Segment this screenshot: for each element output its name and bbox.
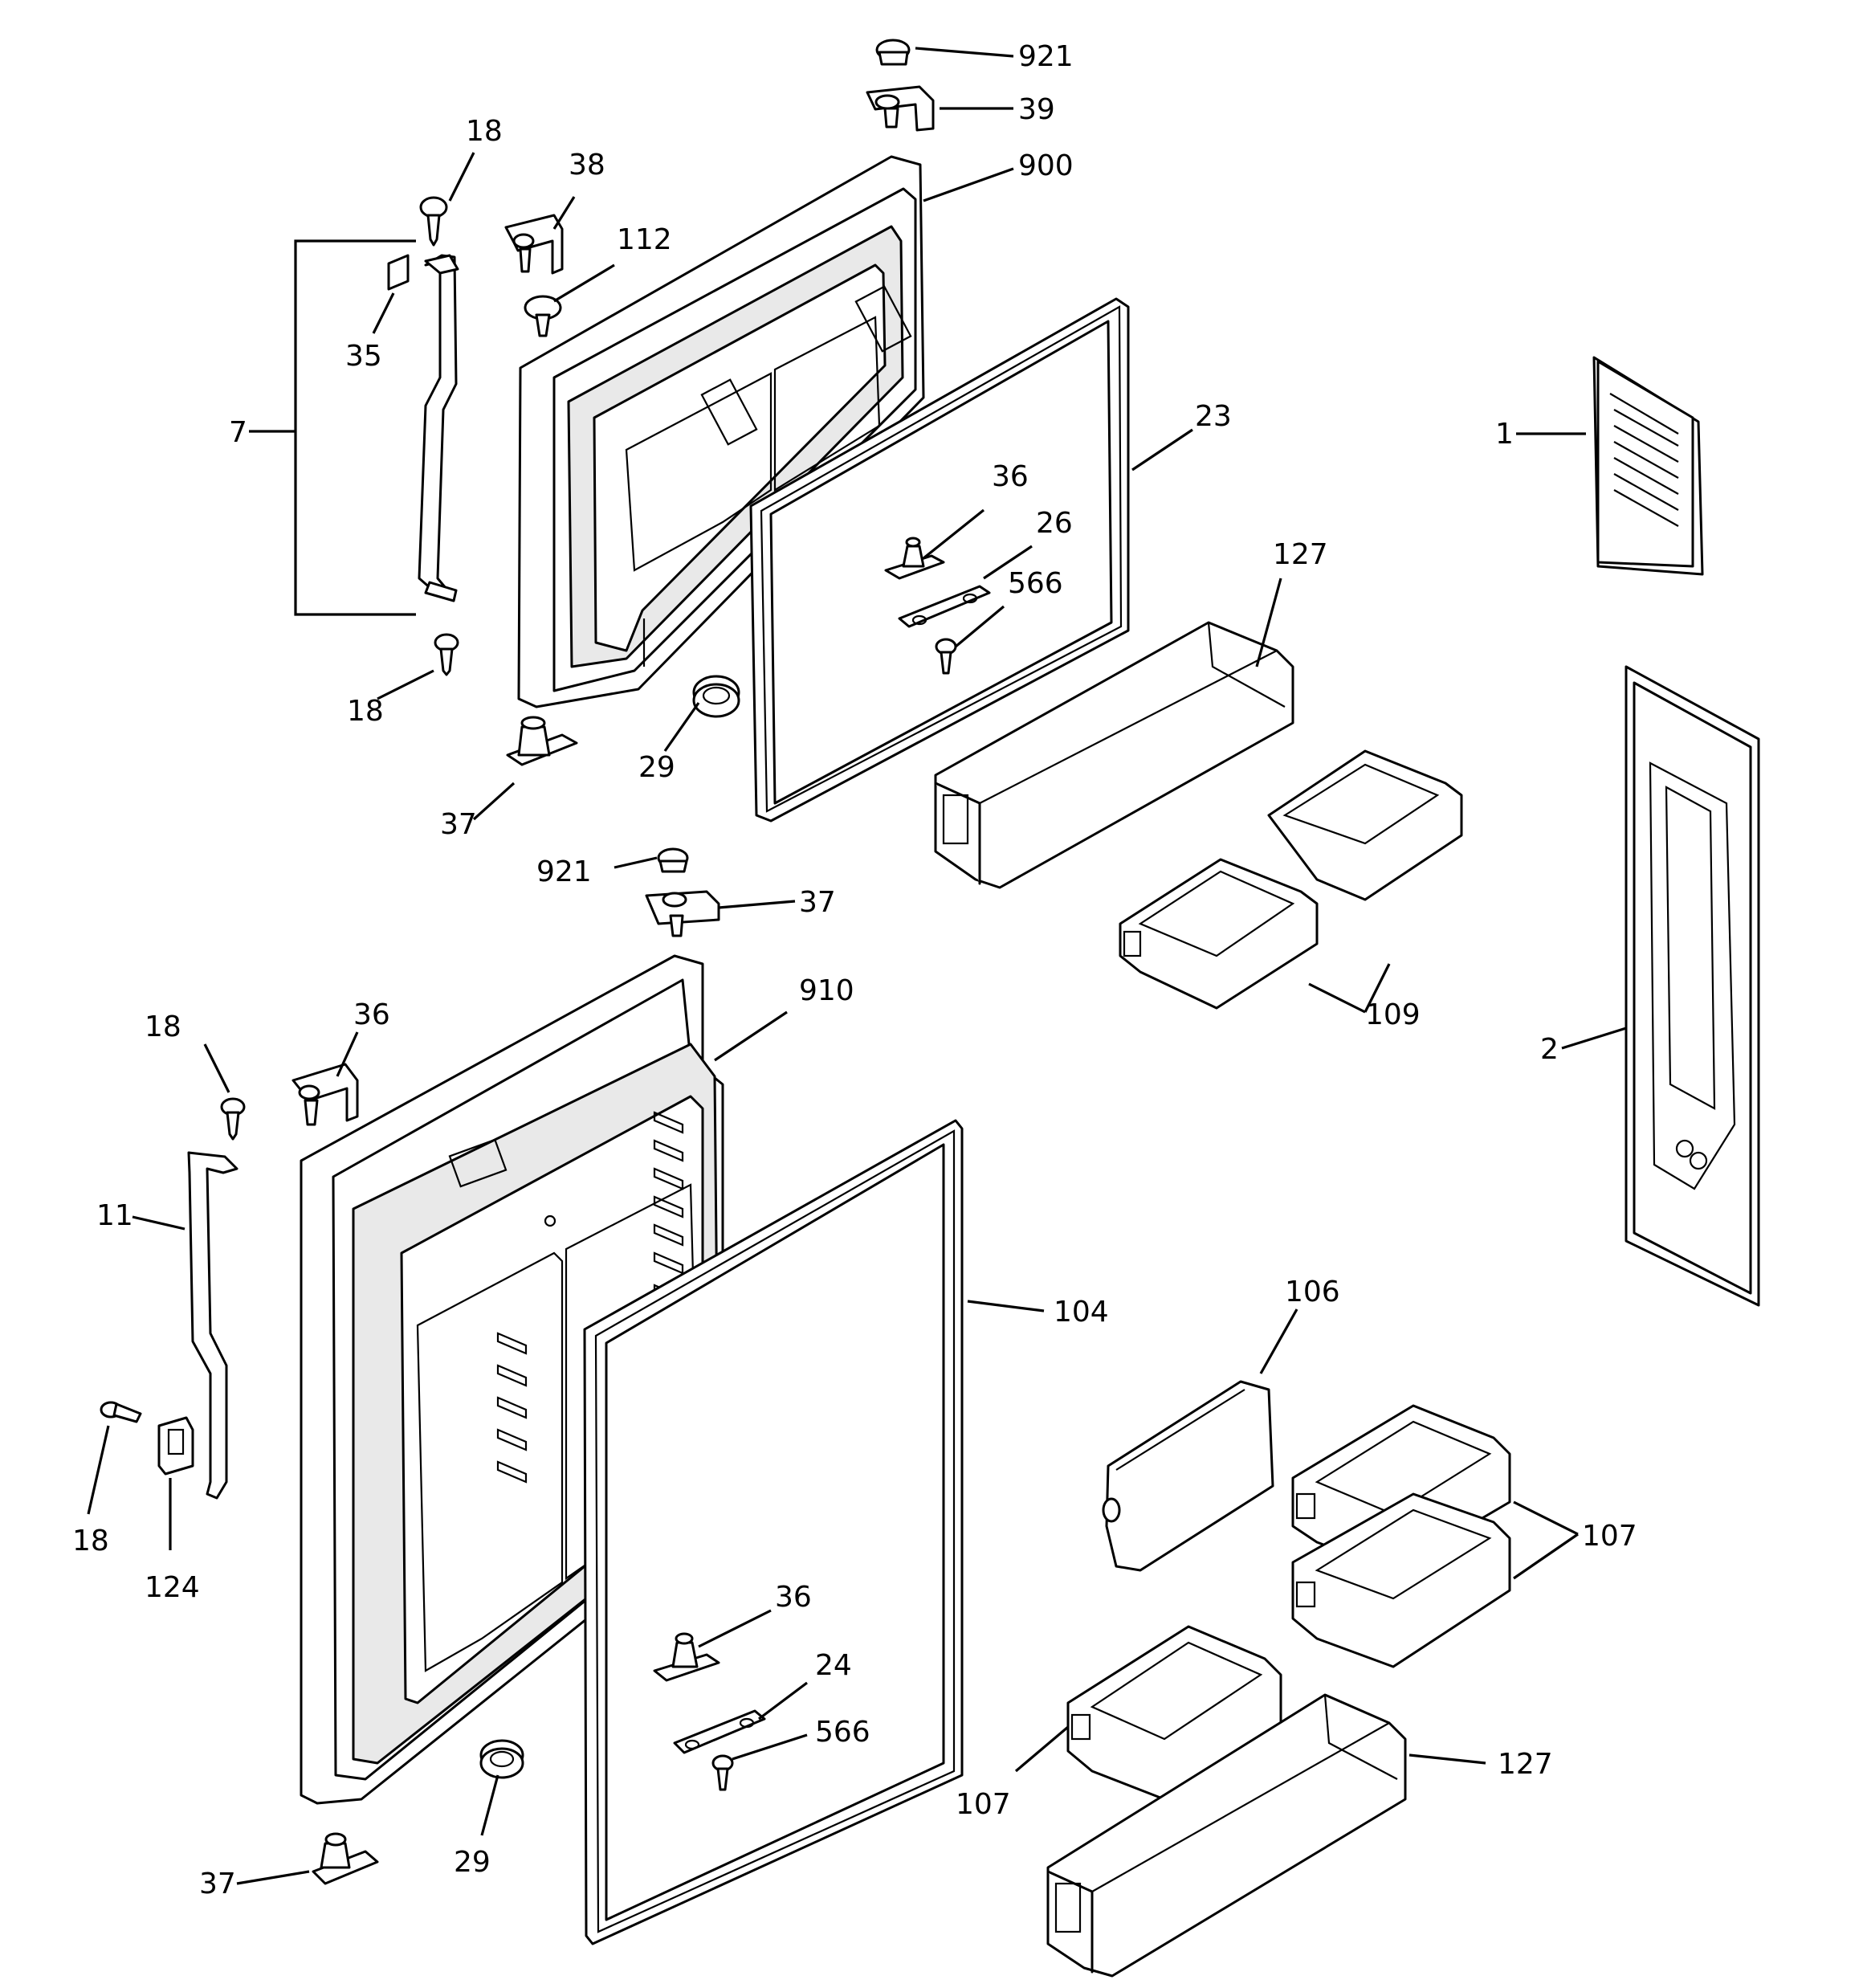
door-bin-109-b xyxy=(1267,749,1463,901)
bushing-29-lower xyxy=(479,1739,524,1779)
callout-2: 2 xyxy=(1540,1033,1559,1066)
callout-23: 23 xyxy=(1195,400,1232,433)
handle-clip-124 xyxy=(157,1416,194,1476)
callout-127-upper: 127 xyxy=(1273,538,1328,571)
hinge-cover-36-lower xyxy=(291,1063,359,1126)
callout-127-lower: 127 xyxy=(1498,1748,1553,1781)
screw-566-lower xyxy=(711,1754,734,1791)
cap-921-top xyxy=(875,39,911,66)
callout-566-upper: 566 xyxy=(1008,567,1063,600)
callout-18-handle-top: 18 xyxy=(145,1010,181,1043)
callout-921-top: 921 xyxy=(1018,40,1074,73)
handle-bracket-7 xyxy=(294,239,416,616)
hinge-cover-38 xyxy=(504,214,564,275)
door-shelf-127-lower xyxy=(1046,1693,1407,1978)
callout-1: 1 xyxy=(1495,418,1514,451)
callout-124: 124 xyxy=(145,1571,200,1604)
callout-35: 35 xyxy=(345,340,382,373)
hinge-39 xyxy=(866,85,935,132)
callout-18-handle-bottom: 18 xyxy=(72,1525,109,1557)
dairy-door-106 xyxy=(1102,1380,1274,1572)
callout-26: 26 xyxy=(1036,507,1073,540)
hinge-plate-26 xyxy=(898,585,991,628)
callout-104: 104 xyxy=(1054,1296,1109,1329)
callout-18-middle: 18 xyxy=(347,695,384,728)
door-bin-109-a xyxy=(1119,858,1319,1010)
plug-112 xyxy=(524,295,562,337)
hinge-pin-36-lower xyxy=(653,1632,720,1682)
callout-112: 112 xyxy=(617,223,672,256)
owners-manual-1 xyxy=(1592,356,1704,576)
leader-lines xyxy=(87,47,1627,1885)
screw-18-bottom xyxy=(434,633,459,676)
callout-107-left: 107 xyxy=(956,1788,1011,1821)
callout-566-lower: 566 xyxy=(815,1716,870,1749)
callout-37-bottom: 37 xyxy=(199,1868,236,1900)
callout-18-top: 18 xyxy=(466,115,503,148)
screw-18-handle-top xyxy=(220,1097,246,1141)
callout-36-bottom: 36 xyxy=(775,1581,812,1614)
freezer-door-outer-panel xyxy=(517,155,925,708)
fresh-food-door-handle-11 xyxy=(187,1151,238,1500)
callout-7: 7 xyxy=(229,416,247,449)
callout-36-upper: 36 xyxy=(992,460,1029,493)
trim-label-35 xyxy=(387,254,410,291)
hinge-37-middle xyxy=(645,890,720,937)
screw-566-upper xyxy=(935,638,957,675)
callout-106: 106 xyxy=(1285,1276,1340,1308)
hinge-pin-36-upper xyxy=(884,537,945,580)
bushing-29-upper xyxy=(692,675,740,718)
hinge-37-bottom xyxy=(312,1832,379,1885)
door-shelf-127-upper xyxy=(934,621,1294,889)
fresh-food-door-gasket xyxy=(583,1119,964,1945)
callout-29-upper: 29 xyxy=(638,751,675,784)
callout-36-lower: 36 xyxy=(353,998,390,1031)
callout-910: 910 xyxy=(799,974,854,1007)
screw-18-top xyxy=(419,196,448,247)
door-panel-2 xyxy=(1625,665,1760,1307)
hinge-37-upper xyxy=(506,716,578,766)
callout-11: 11 xyxy=(96,1199,133,1232)
callout-24: 24 xyxy=(815,1649,852,1682)
callout-37-middle: 37 xyxy=(799,886,836,919)
callout-900: 900 xyxy=(1018,149,1074,182)
callout-39: 39 xyxy=(1018,93,1055,126)
hinge-plate-24 xyxy=(673,1709,766,1754)
callout-37-upper: 37 xyxy=(440,808,477,841)
callout-labels: 921 39 900 18 38 112 35 7 23 36 26 566 1… xyxy=(72,40,1637,1900)
callout-29-lower: 29 xyxy=(454,1846,491,1879)
freezer-door-handle xyxy=(418,254,459,602)
screw-18-handle-bottom xyxy=(100,1401,142,1423)
callout-107-right: 107 xyxy=(1582,1520,1637,1553)
callout-921-middle: 921 xyxy=(536,855,592,888)
callout-38: 38 xyxy=(569,149,605,182)
cap-921-middle xyxy=(657,847,689,873)
callout-109: 109 xyxy=(1365,998,1421,1031)
door-bin-107-b xyxy=(1291,1492,1511,1668)
